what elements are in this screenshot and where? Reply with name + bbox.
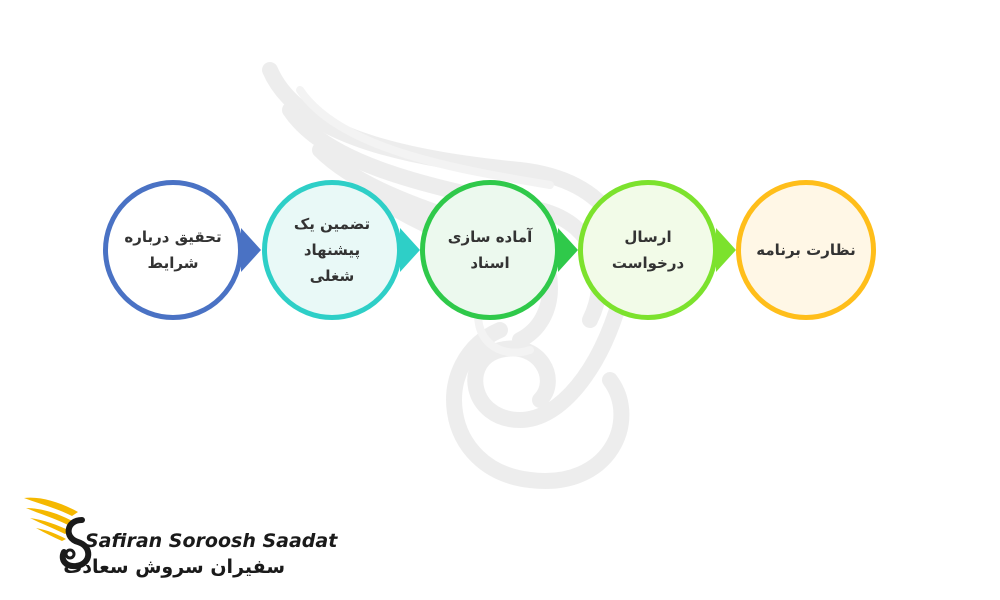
logo-persian-name: سفیران سروش سعادت bbox=[63, 556, 285, 578]
step-label: تحقیق درباره شرایط bbox=[124, 228, 222, 272]
logo-english-name: Safiran Soroosh Saadat bbox=[85, 530, 338, 552]
winged-s-logo-icon bbox=[24, 497, 92, 570]
arrow-right-icon bbox=[558, 228, 578, 272]
arrow-right-icon bbox=[241, 228, 261, 272]
step-monitoring-circle: نظارت برنامه bbox=[736, 180, 876, 320]
step-label: نظارت برنامه bbox=[756, 241, 856, 259]
step-documents-circle: آماده سازی اسناد bbox=[420, 180, 560, 320]
step-research-circle: تحقیق درباره شرایط bbox=[103, 180, 243, 320]
arrow-right-icon bbox=[716, 228, 736, 272]
step-label: آماده سازی اسناد bbox=[447, 228, 533, 272]
step-label: ارسال درخواست bbox=[611, 228, 685, 272]
step-submit-application-circle: ارسال درخواست bbox=[578, 180, 718, 320]
step-label: تضمین یک پیشنهاد شغلی bbox=[293, 215, 371, 285]
step-job-offer-circle: تضمین یک پیشنهاد شغلی bbox=[262, 180, 402, 320]
arrow-right-icon bbox=[400, 228, 420, 272]
